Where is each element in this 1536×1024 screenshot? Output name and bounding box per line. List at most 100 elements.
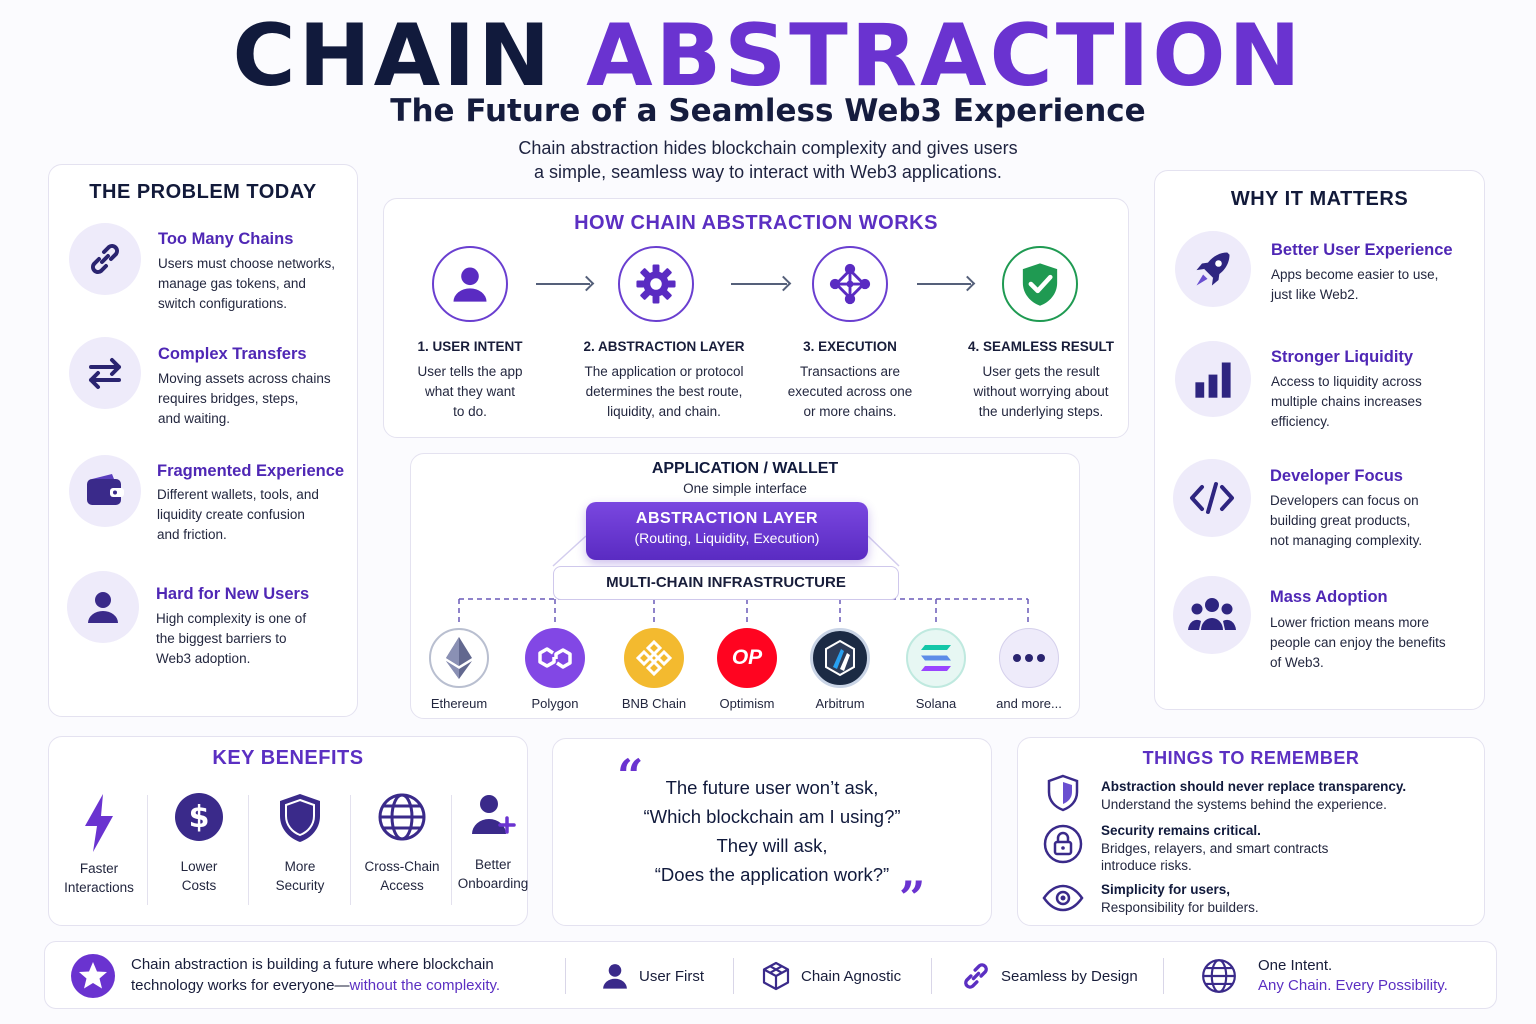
divider: [248, 795, 249, 905]
optimism-icon: OP: [717, 628, 777, 688]
step-title: 2. ABSTRACTION LAYER: [583, 339, 745, 354]
chain-label: Arbitrum: [815, 696, 865, 711]
text-line: Lower: [180, 859, 218, 874]
benefit-label: More Security: [250, 857, 350, 895]
gear-icon: [636, 264, 676, 304]
text-line: switch configurations.: [158, 296, 288, 311]
matters-item-text: Access to liquidity across multiple chai…: [1271, 372, 1422, 432]
text-line: building great products,: [1270, 513, 1411, 528]
text-line: what they want: [424, 384, 516, 399]
text-line: efficiency.: [1271, 414, 1330, 429]
page-subtitle: The Future of a Seamless Web3 Experience: [390, 93, 1146, 129]
step-title: 3. EXECUTION: [803, 339, 897, 354]
chain-label: and more...: [996, 696, 1062, 711]
footer-final: One Intent. Any Chain. Every Possibility…: [1258, 956, 1448, 996]
problem-card: THE PROBLEM TODAY Too Many Chains Users …: [48, 164, 358, 717]
chain-polygon: Polygon: [505, 628, 605, 711]
step-circle: [812, 246, 888, 322]
matters-item-title: Better User Experience: [1271, 241, 1453, 259]
step-text: User tells the app what they want to do.: [375, 362, 565, 422]
text-line: Users must choose networks,: [158, 256, 336, 271]
step-title: 4. SEAMLESS RESULT: [967, 339, 1115, 354]
text-line: without worrying about: [973, 384, 1109, 399]
eye-icon: [1042, 884, 1084, 912]
text-line: Apps become easier to use,: [1271, 267, 1439, 282]
lightning-icon: [85, 794, 113, 852]
ethereum-icon: [429, 628, 489, 688]
divider: [733, 958, 734, 994]
title-part1: CHAIN: [232, 6, 554, 106]
things-to-remember-card: THINGS TO REMEMBER Abstraction should ne…: [1017, 737, 1485, 926]
chain-more: and more...: [979, 628, 1079, 711]
swap-arrows-icon: [89, 358, 121, 389]
rocket-icon: [1196, 252, 1230, 286]
more-dots-icon: [999, 628, 1059, 688]
matters-item-text: Apps become easier to use, just like Web…: [1271, 265, 1438, 305]
intro-line: a simple, seamless way to interact with …: [534, 162, 1002, 182]
problem-item-circle: [67, 571, 139, 643]
step-circle: [432, 246, 508, 322]
problem-title: THE PROBLEM TODAY: [89, 181, 317, 203]
diagram-connectors: [458, 535, 1029, 626]
step-circle: [618, 246, 694, 322]
divider: [147, 795, 148, 905]
text-span: technology works for everyone—: [131, 977, 350, 994]
text-line: requires bridges, steps,: [158, 391, 299, 406]
app-wallet-title: APPLICATION / WALLET: [651, 460, 839, 477]
text-line: Security: [275, 878, 325, 893]
text-line: liquidity, and chain.: [607, 404, 721, 419]
svg-text:$: $: [189, 800, 210, 835]
multi-chain-infrastructure-box: MULTI-CHAIN INFRASTRUCTURE: [553, 566, 899, 600]
problem-item-circle: [69, 337, 141, 409]
polygon-icon: [525, 628, 585, 688]
flow-arrow: [917, 283, 971, 285]
text-line: liquidity create confusion: [157, 507, 305, 522]
matters-item-text: Lower friction means more people can enj…: [1270, 613, 1446, 673]
text-highlight: without the complexity.: [349, 977, 501, 994]
title-part2: ABSTRACTION: [586, 6, 1304, 106]
text-line: or more chains.: [803, 404, 897, 419]
user-plus-icon: [472, 795, 516, 834]
text-line: and friction.: [157, 527, 227, 542]
step-circle: [1002, 246, 1078, 322]
divider: [565, 958, 566, 994]
problem-item-circle: [69, 223, 141, 295]
footer-item-chain-agnostic: Chain Agnostic: [761, 942, 901, 1010]
problem-item-title: Complex Transfers: [158, 345, 307, 363]
globe-icon: [1202, 959, 1236, 993]
text-line: people can enjoy the benefits: [1270, 635, 1446, 650]
abstraction-layer-subtitle: (Routing, Liquidity, Execution): [634, 530, 820, 546]
text-line: introduce risks.: [1101, 858, 1192, 873]
shield-icon: [1047, 774, 1079, 812]
chain-solana: Solana: [886, 628, 986, 711]
intro-text: Chain abstraction hides blockchain compl…: [468, 136, 1068, 184]
text-line: Cross-Chain: [364, 859, 440, 874]
benefit-item: $ Lower Costs: [149, 792, 249, 895]
text-line: manage gas tokens, and: [158, 276, 306, 291]
architecture-diagram-card: APPLICATION / WALLET One simple interfac…: [410, 453, 1080, 719]
problem-item-title: Fragmented Experience: [157, 462, 345, 480]
benefit-label: Cross-Chain Access: [352, 857, 452, 895]
problem-item-text: Users must choose networks, manage gas t…: [158, 254, 335, 314]
how-it-works-card: HOW CHAIN ABSTRACTION WORKS: [383, 198, 1129, 438]
page-title: CHAIN ABSTRACTION: [0, 8, 1536, 104]
chain-label: BNB Chain: [621, 696, 687, 711]
text-line: Chain abstraction is building a future w…: [131, 956, 494, 973]
text-line: Responsibility for builders.: [1101, 900, 1259, 915]
text-line: Moving assets across chains: [158, 371, 331, 386]
text-line: multiple chains increases: [1271, 394, 1422, 409]
bnb-icon: [624, 628, 684, 688]
chain-label: Ethereum: [430, 696, 488, 711]
matters-item-circle: [1173, 459, 1251, 537]
quote-line: “Does the application work?”: [654, 864, 890, 885]
chain-label: Optimism: [719, 696, 775, 711]
link-icon: [91, 244, 119, 274]
remember-item-text: Responsibility for builders.: [1101, 899, 1461, 916]
matters-title: WHY IT MATTERS: [1230, 188, 1409, 210]
remember-item-bold: Abstraction should never replace transpa…: [1101, 779, 1407, 794]
cube-icon: [762, 961, 790, 991]
close-quote-mark: ”: [899, 871, 926, 925]
text-line: Developers can focus on: [1270, 493, 1419, 508]
text-line: Any Chain. Every Possibility.: [1258, 977, 1448, 994]
text-line: Lower friction means more: [1270, 615, 1430, 630]
